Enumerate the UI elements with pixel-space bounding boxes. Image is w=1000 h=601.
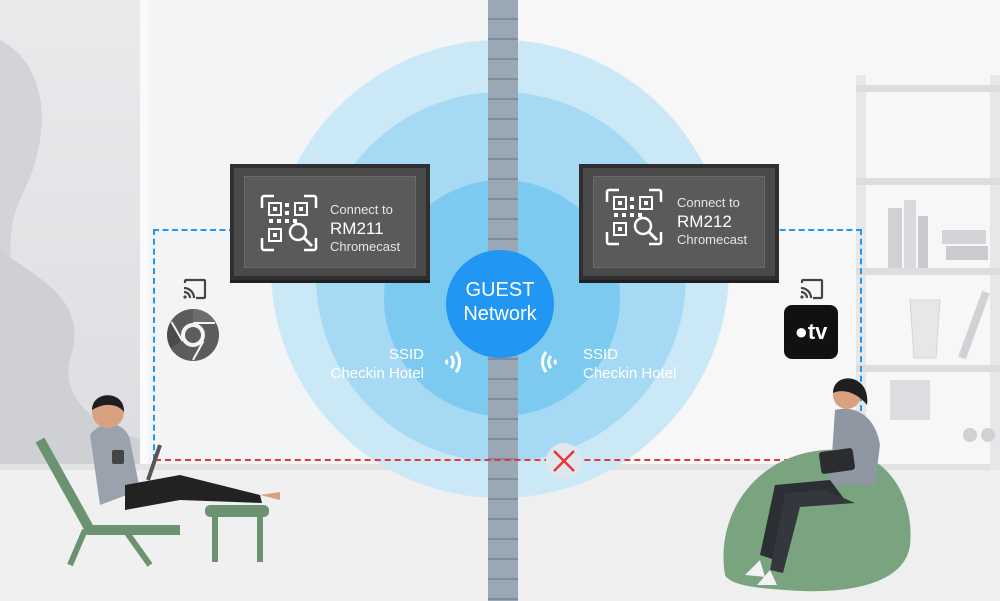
ssid-left: SSID Checkin Hotel [314,345,424,383]
apple-tv-icon: ●tv [784,305,838,359]
qr-scan-icon [260,194,318,252]
wall-brick [488,520,518,540]
window [0,0,145,480]
ssid-right: SSID Checkin Hotel [583,345,676,383]
tv-right-room: RM212 [677,212,732,231]
shelf-top [856,85,1000,92]
tv-rm211: Connect to RM211 Chromecast [230,164,430,280]
ssid-left-label: SSID [388,346,424,363]
apple-logo-icon: ● [794,319,808,344]
wall-brick [488,80,518,100]
apple-tv-label: tv [807,319,828,344]
wall-brick [488,500,518,520]
tv-left-connect: Connect to [330,202,393,217]
guest-left-person [35,395,280,567]
shelf-3 [856,365,1000,372]
wall-brick [488,440,518,460]
ssid-left-name: Checkin Hotel [330,365,424,382]
shelf-2 [856,268,1000,275]
wall-brick [488,580,518,600]
wall-brick [488,400,518,420]
wall-brick [488,140,518,160]
cast-icon [183,278,207,300]
tv-rm212: Connect to RM212 Chromecast [579,164,779,280]
wall-brick [488,460,518,480]
chrome-icon [167,309,219,361]
cast-icon [800,278,824,300]
wall-brick [488,180,518,200]
ssid-right-name: Checkin Hotel [583,365,677,382]
blocked-x-icon [546,443,582,479]
wifi-signal-icon [541,351,558,373]
wall-brick [488,480,518,500]
guest-right-person [723,378,911,592]
wall-brick [488,160,518,180]
right-cast-link [770,229,862,460]
wall-brick [488,60,518,80]
shelf-1 [856,178,1000,185]
tv-left-room: RM211 [330,219,384,238]
blocked-link [155,459,860,461]
ssid-right-label: SSID [583,346,619,363]
wall-brick [488,120,518,140]
wall-brick [488,0,518,20]
left-baseboard [0,464,490,470]
shelf-items [888,200,995,442]
wall-brick [488,340,518,360]
guest-label-line2: Network [463,303,537,325]
wall-brick [488,40,518,60]
window-frame [140,0,148,480]
wall-brick [488,420,518,440]
tv-left-device: Chromecast [330,239,401,254]
right-baseboard [515,464,1000,470]
wall-brick [488,380,518,400]
wall-brick [488,560,518,580]
wall-brick [488,540,518,560]
wall-brick [488,220,518,240]
tv-right-device: Chromecast [677,232,748,247]
wifi-signal-icon [444,351,461,373]
qr-scan-icon [605,188,663,246]
guest-label-line1: GUEST [465,279,535,301]
tv-right-connect: Connect to [677,195,740,210]
left-cast-link [153,229,235,460]
guest-network-hub [446,250,554,358]
wall-brick [488,100,518,120]
wall-brick [488,20,518,40]
wall-brick [488,200,518,220]
wall-brick [488,360,518,380]
guest-network-label: GUEST Network [446,278,554,326]
